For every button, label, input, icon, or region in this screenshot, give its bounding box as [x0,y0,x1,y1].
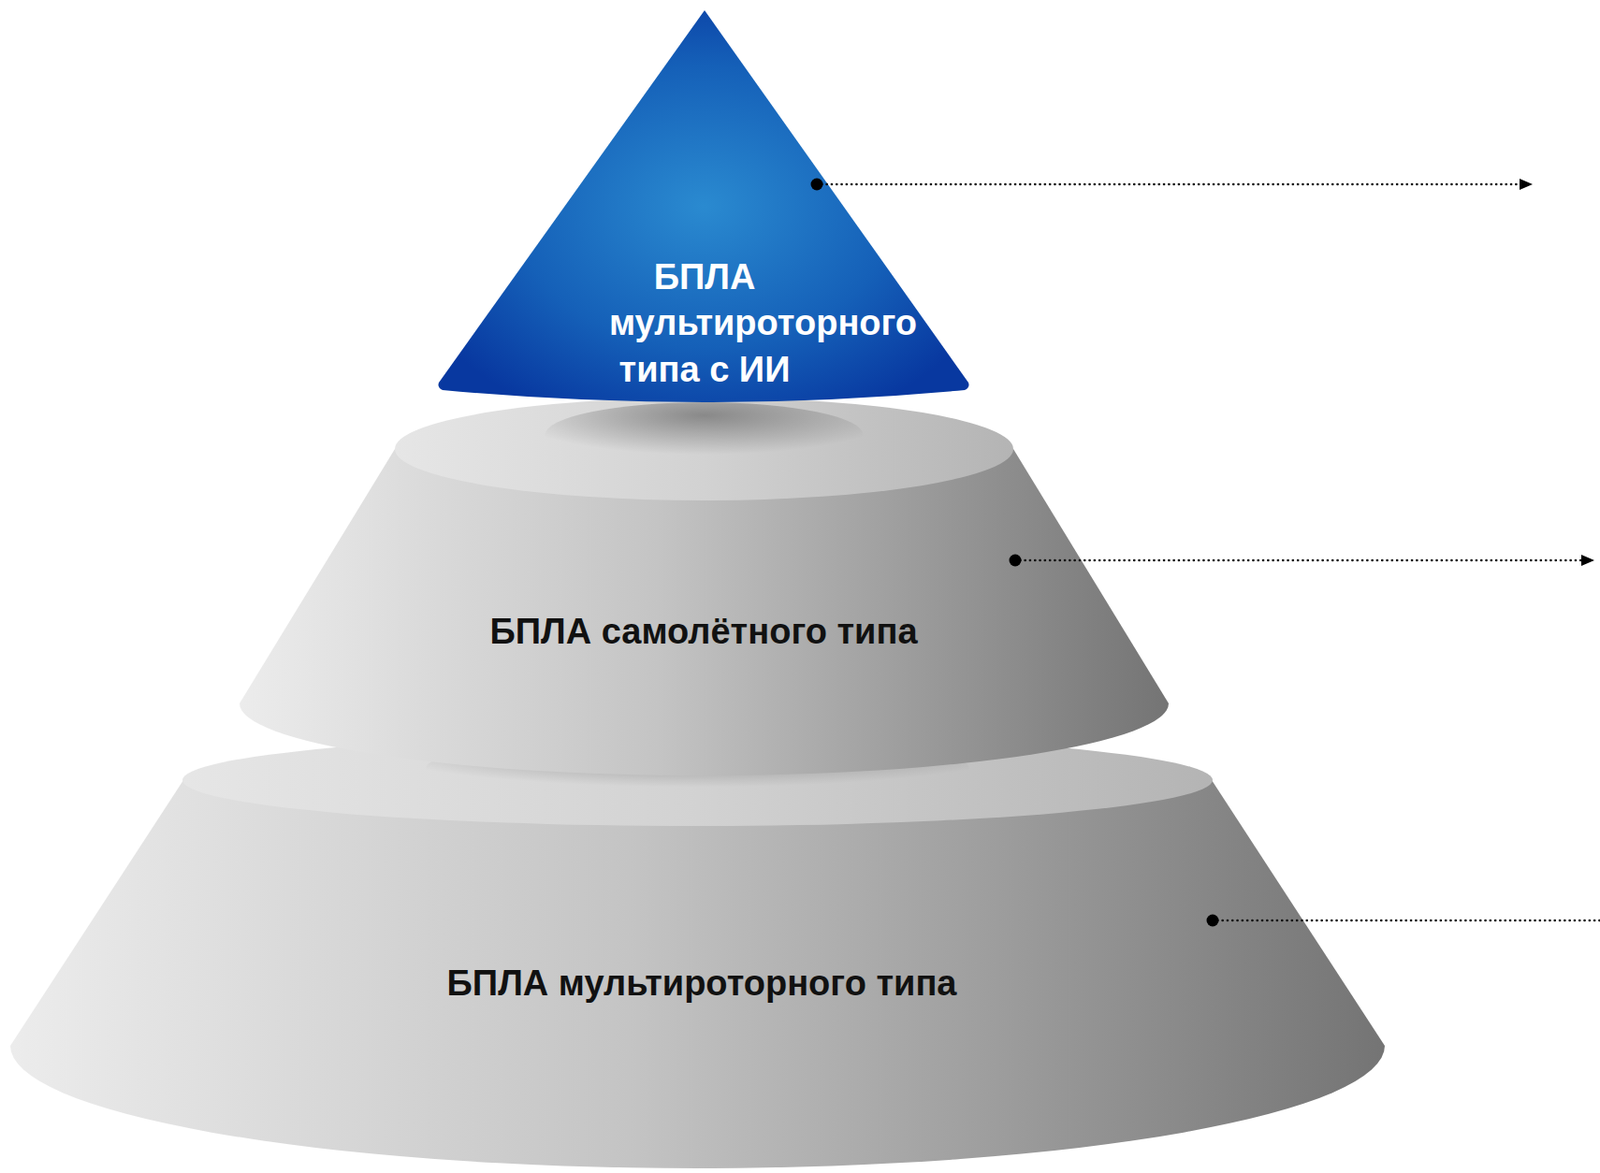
leader-arrowhead [1581,554,1595,567]
leader-dot [1207,915,1220,928]
tier-shape [10,734,1385,1173]
tier-surface [10,780,1385,1169]
tier-surface [394,397,1014,501]
ai-multirotor-cone: БПЛА мультироторного типа с ИИ [436,10,971,413]
dotted-leader [1212,919,1600,923]
tier-surface [545,402,864,468]
leader-arrowhead [1519,178,1533,190]
dotted-leader [1015,559,1584,563]
tier-surface [438,10,970,403]
tier-label: БПЛА самолётного типа [489,609,917,655]
leader-dot [1009,554,1022,568]
fixed-wing-tier: БПЛА самолётного типа [239,397,1169,782]
tier-label: БПЛА мультироторного типа с ИИ [609,254,800,393]
leader-dot [811,178,824,191]
tier-label: БПЛА мультироторного типа [447,960,958,1007]
dotted-leader [816,183,1522,187]
multirotor-tier: БПЛА мультироторного типа [10,734,1385,1173]
tier-shape [239,397,1169,782]
